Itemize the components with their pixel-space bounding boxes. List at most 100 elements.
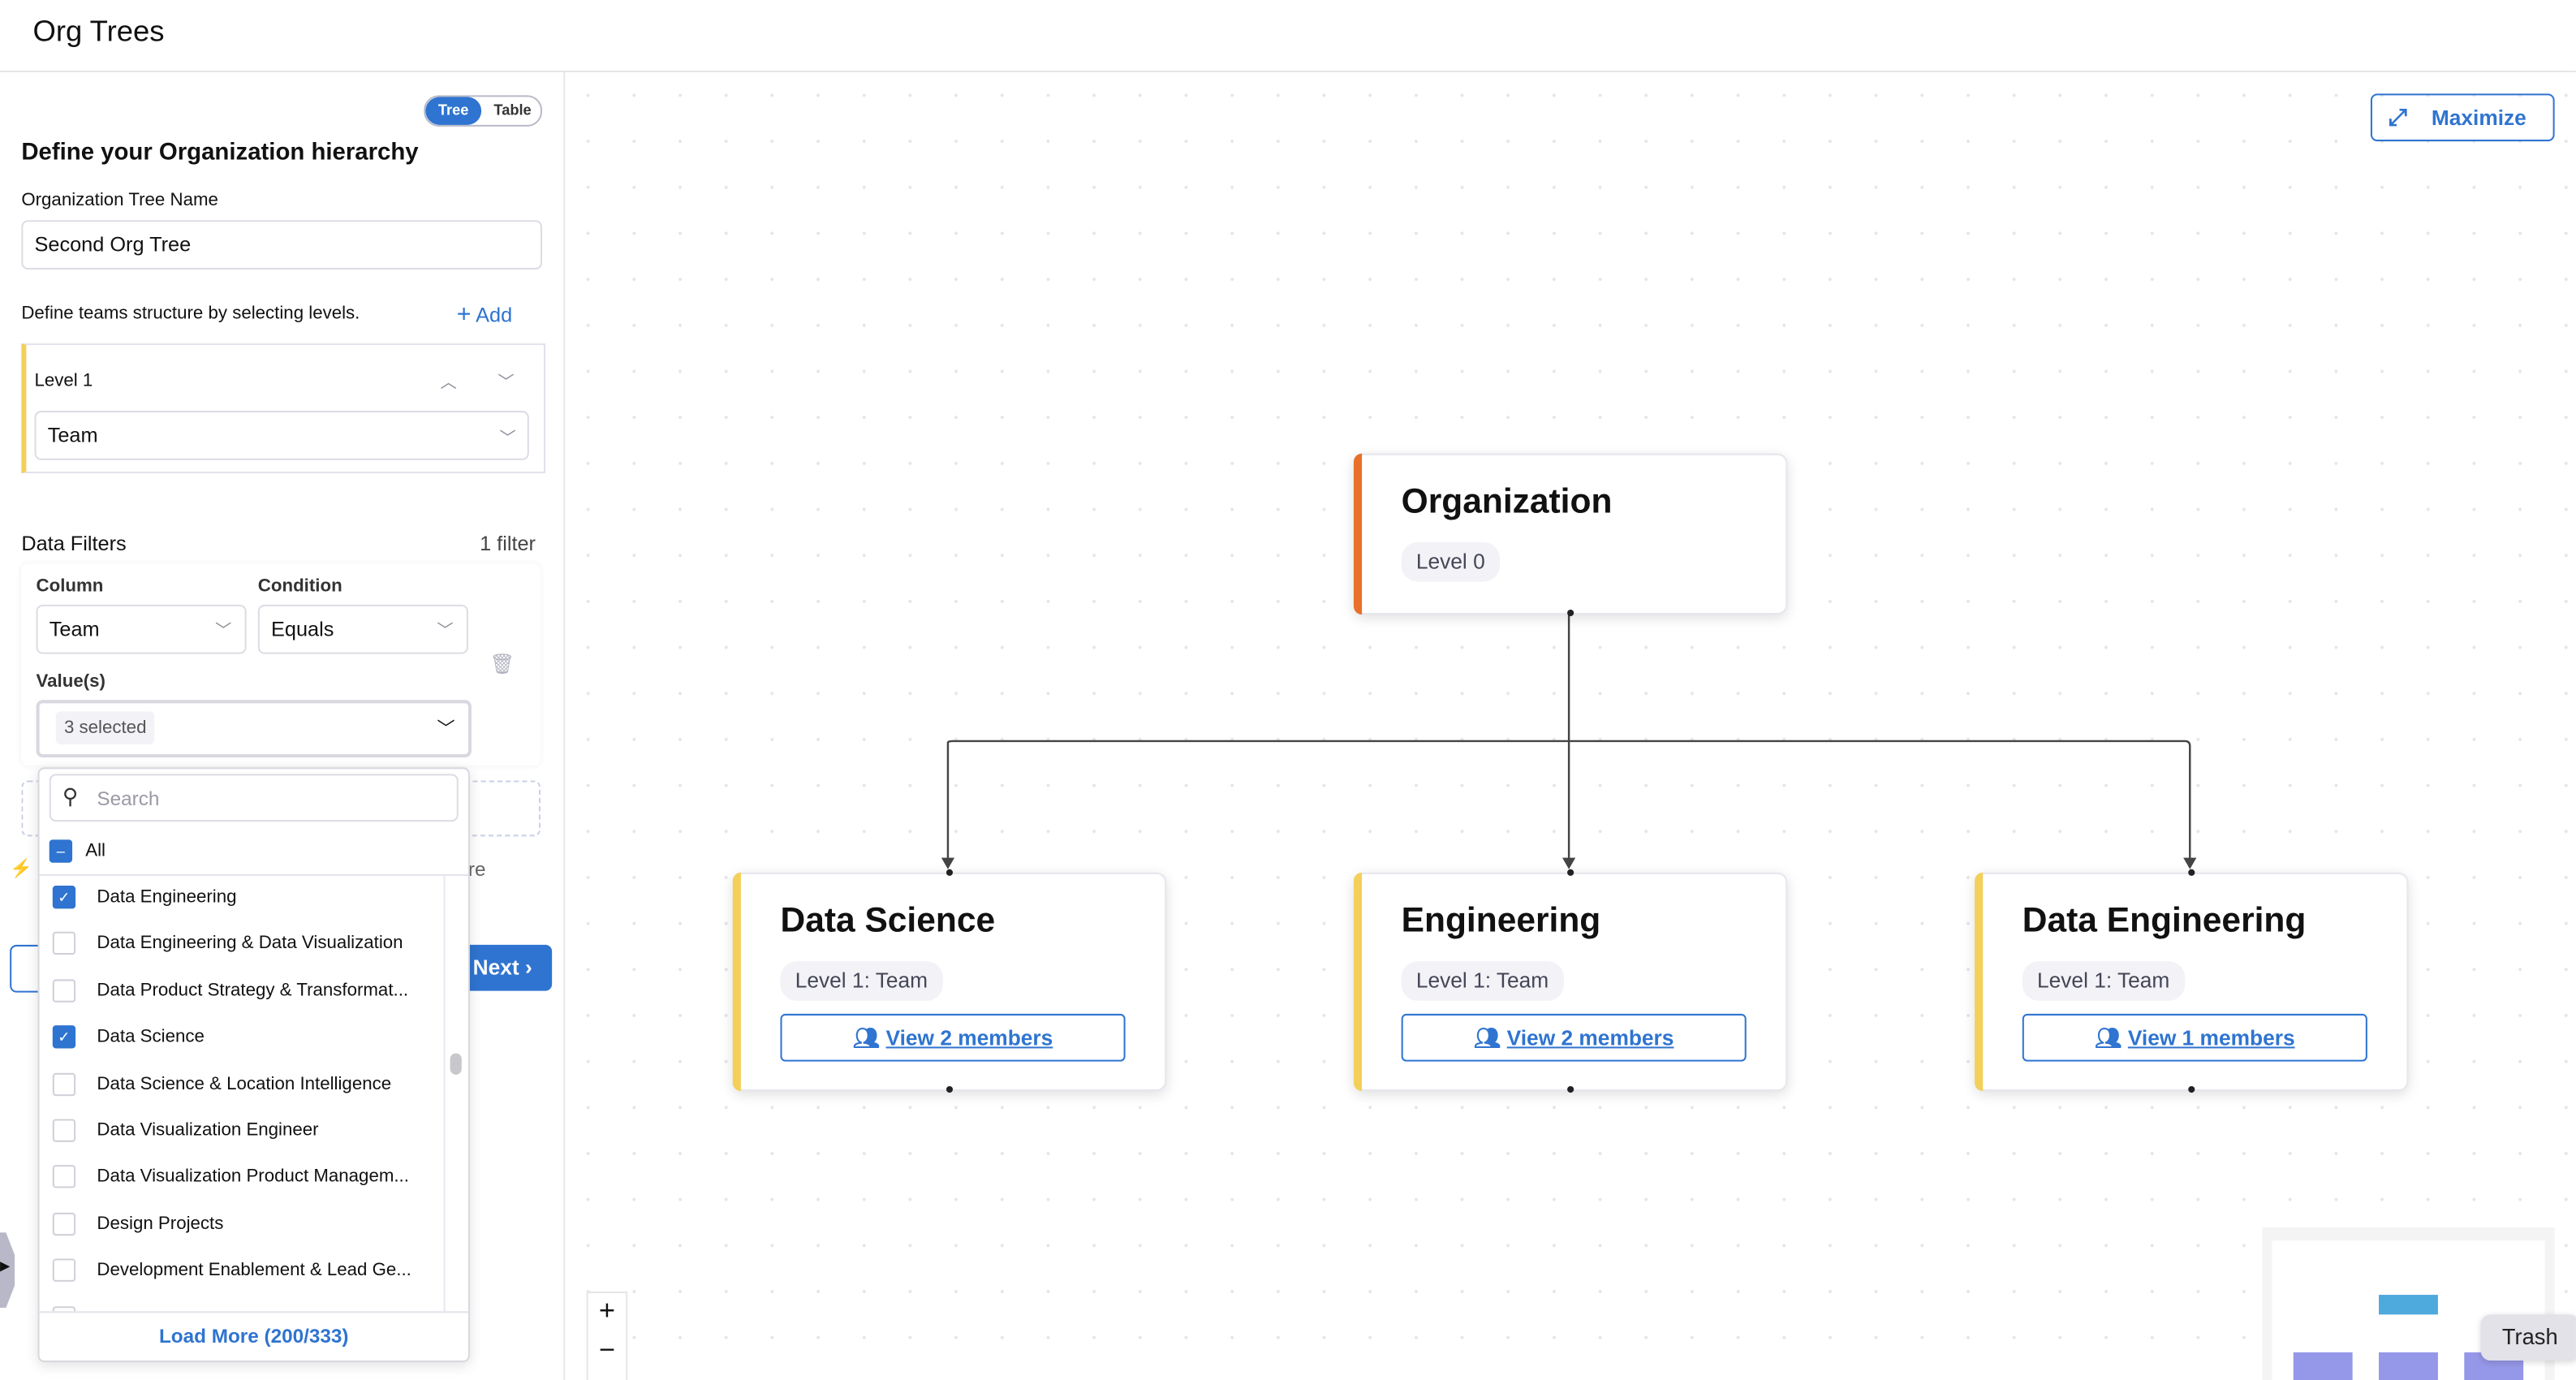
trash-tooltip: Trash bbox=[2480, 1314, 2576, 1361]
unchecked-checkbox-icon[interactable] bbox=[52, 1165, 76, 1189]
node-handle[interactable] bbox=[1567, 869, 1574, 876]
chevron-right-icon: › bbox=[525, 955, 532, 980]
expand-icon: ⤢ bbox=[2389, 103, 2407, 130]
team-icon: 👥︎ bbox=[2095, 1025, 2122, 1050]
maximize-button[interactable]: ⤢ Maximize bbox=[2370, 93, 2555, 142]
unchecked-checkbox-icon[interactable] bbox=[52, 932, 76, 955]
view-members-button[interactable]: 👥︎ View 2 members bbox=[1401, 1013, 1747, 1062]
expand-handle[interactable]: ▶ bbox=[0, 1232, 15, 1309]
node-handle[interactable] bbox=[946, 869, 954, 876]
option-item[interactable]: ✓ Data Science bbox=[40, 1014, 444, 1060]
chevron-down-icon: ﹀ bbox=[437, 623, 454, 641]
tree-canvas[interactable]: ⤢ Maximize Organization Level 0 Data Sci… bbox=[565, 72, 2576, 1380]
condition-select[interactable]: Equals ﹀ bbox=[257, 604, 468, 654]
form-heading: Define your Organization hierarchy bbox=[21, 140, 419, 166]
level-badge: Level 1: Team bbox=[780, 961, 943, 1001]
minimap-root-node bbox=[2379, 1295, 2438, 1315]
option-label: Data Product Strategy & Transformat... bbox=[97, 981, 409, 1001]
node-handle[interactable] bbox=[1567, 1085, 1574, 1093]
option-item[interactable]: ✓ Data Engineering bbox=[40, 874, 444, 921]
move-up-icon[interactable]: ︿ bbox=[440, 374, 457, 393]
node-handle[interactable] bbox=[1567, 609, 1574, 617]
zoom-out-button[interactable]: − bbox=[598, 1334, 615, 1366]
tab-table[interactable]: Table bbox=[493, 101, 532, 119]
column-select[interactable]: Team ﹀ bbox=[36, 604, 247, 654]
view-toggle[interactable]: Tree Table bbox=[424, 95, 542, 127]
select-all-option[interactable]: – All bbox=[39, 828, 468, 876]
option-label: Data Visualization Engineer bbox=[97, 1120, 319, 1141]
tree-node[interactable]: Data Science Level 1: Team 👥︎ View 2 mem… bbox=[732, 869, 1167, 1093]
team-icon: 👥︎ bbox=[852, 1025, 881, 1050]
tree-node[interactable]: Engineering Level 1: Team 👥︎ View 2 memb… bbox=[1353, 869, 1788, 1093]
column-label: Column bbox=[36, 576, 104, 597]
arrow-head bbox=[941, 857, 955, 869]
condition-label: Condition bbox=[257, 576, 342, 597]
tab-tree[interactable]: Tree bbox=[425, 97, 482, 125]
plus-icon: + bbox=[456, 300, 472, 329]
search-placeholder: Search bbox=[97, 787, 160, 810]
unchecked-checkbox-icon[interactable] bbox=[52, 1258, 76, 1283]
tree-name-input[interactable]: Second Org Tree bbox=[21, 220, 542, 270]
tree-node-root[interactable]: Organization Level 0 bbox=[1353, 453, 1788, 617]
view-members-button[interactable]: 👥︎ View 1 members bbox=[2022, 1013, 2367, 1062]
option-item[interactable]: Design Projects bbox=[40, 1201, 444, 1247]
arrow-head bbox=[2183, 857, 2197, 869]
level-select[interactable]: Team ﹀ bbox=[34, 411, 529, 460]
add-level-button[interactable]: + Add bbox=[457, 300, 512, 328]
option-item[interactable]: Data Visualization Product Managem... bbox=[40, 1154, 444, 1201]
option-item[interactable]: Data Visualization Engineer bbox=[40, 1107, 444, 1154]
option-item-partial[interactable] bbox=[40, 1294, 444, 1312]
page-title: Org Trees bbox=[32, 15, 165, 48]
option-item[interactable]: Data Science & Location Intelligence bbox=[40, 1061, 444, 1107]
tree-name-value: Second Org Tree bbox=[34, 233, 192, 257]
zoom-in-button[interactable]: + bbox=[598, 1295, 615, 1326]
view-members-label: View 2 members bbox=[885, 1025, 1053, 1050]
load-more-button[interactable]: Load More (200/333) bbox=[39, 1311, 468, 1362]
option-item[interactable]: Data Engineering & Data Visualization bbox=[40, 921, 444, 967]
minimap-child-node bbox=[2379, 1352, 2438, 1380]
unchecked-checkbox-icon[interactable] bbox=[52, 1072, 76, 1096]
team-icon: 👥︎ bbox=[1473, 1025, 1501, 1050]
levels-hint: Define teams structure by selecting leve… bbox=[21, 304, 360, 324]
view-members-label: View 1 members bbox=[2127, 1025, 2295, 1050]
hint-text: re bbox=[467, 857, 486, 881]
tree-node[interactable]: Data Engineering Level 1: Team 👥︎ View 1… bbox=[1975, 869, 2409, 1093]
node-handle[interactable] bbox=[2188, 1085, 2195, 1093]
indeterminate-checkbox-icon[interactable]: – bbox=[49, 839, 73, 863]
option-item[interactable]: Development Enablement & Lead Ge... bbox=[40, 1248, 444, 1294]
node-title: Data Science bbox=[780, 902, 996, 940]
view-members-button[interactable]: 👥︎ View 2 members bbox=[780, 1013, 1126, 1062]
checked-checkbox-icon[interactable]: ✓ bbox=[52, 886, 76, 909]
unchecked-checkbox-icon[interactable] bbox=[52, 979, 76, 1003]
option-item[interactable]: Data Product Strategy & Transformat... bbox=[40, 968, 444, 1014]
minimap[interactable] bbox=[2262, 1227, 2555, 1380]
add-label: Add bbox=[476, 304, 513, 327]
scrollbar-thumb[interactable] bbox=[450, 1053, 462, 1075]
values-multiselect[interactable]: 3 selected ﹀ bbox=[36, 700, 472, 758]
unchecked-checkbox-icon[interactable] bbox=[52, 1212, 76, 1236]
option-label: Design Projects bbox=[97, 1214, 224, 1234]
node-handle[interactable] bbox=[2188, 869, 2195, 876]
tree-name-label: Organization Tree Name bbox=[21, 190, 218, 211]
option-label: Data Engineering bbox=[97, 887, 237, 908]
lightning-icon: ⚡ bbox=[10, 859, 32, 879]
node-accent-bar bbox=[1975, 872, 1984, 1092]
filters-count: 1 filter bbox=[480, 532, 536, 556]
search-input[interactable]: ⚲ Search bbox=[49, 774, 459, 822]
trash-icon[interactable]: 🗑 bbox=[489, 652, 515, 675]
unchecked-checkbox-icon[interactable] bbox=[52, 1119, 76, 1142]
view-members-label: View 2 members bbox=[1506, 1025, 1674, 1050]
filter-card: Column Condition Team ﹀ Equals ﹀ 🗑 Value… bbox=[21, 563, 541, 765]
node-handle[interactable] bbox=[946, 1085, 954, 1093]
options-list[interactable]: ✓ Data Engineering Data Engineering & Da… bbox=[40, 873, 446, 1312]
filters-title: Data Filters bbox=[21, 532, 127, 556]
selected-count-chip: 3 selected bbox=[55, 711, 155, 744]
unchecked-checkbox-icon[interactable] bbox=[52, 1305, 76, 1312]
checked-checkbox-icon[interactable]: ✓ bbox=[52, 1025, 76, 1049]
move-down-icon[interactable]: ﹀ bbox=[498, 374, 515, 393]
node-accent-bar bbox=[732, 872, 741, 1092]
option-label: Development Enablement & Lead Ge... bbox=[97, 1260, 411, 1281]
node-title: Engineering bbox=[1401, 902, 1601, 940]
level-card: Level 1 ︿ ﹀ Team ﹀ bbox=[21, 343, 546, 473]
node-title: Organization bbox=[1401, 483, 1613, 521]
